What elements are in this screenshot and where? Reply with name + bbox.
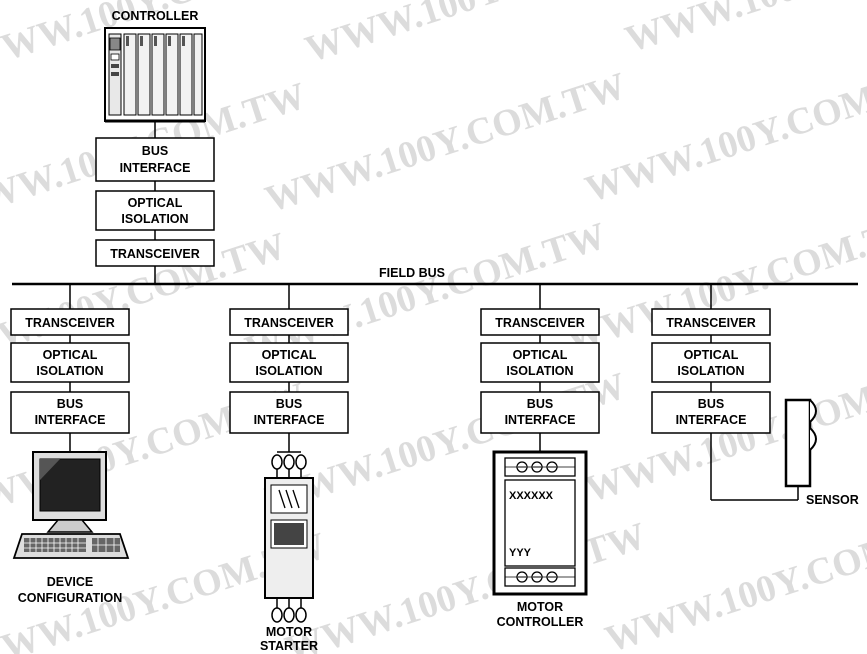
transceiver-box <box>10 308 130 336</box>
device-label-line2: STARTER <box>260 639 318 653</box>
optical-isolation-line2: ISOLATION <box>677 364 744 378</box>
bus-interface-line2: INTERFACE <box>254 413 325 427</box>
device-label-line1: SENSOR <box>806 493 859 507</box>
bus-interface-line1: BUS <box>57 397 83 411</box>
bus-interface-box <box>229 391 349 434</box>
controller-bus-interface-line1: BUS <box>142 144 168 158</box>
field-bus: FIELD BUS <box>12 266 858 286</box>
device-label-line1: DEVICE <box>47 575 94 589</box>
transceiver-label: TRANSCEIVER <box>25 316 115 330</box>
motor-controller-text-top: XXXXXX <box>509 490 554 502</box>
transceiver-box <box>651 308 771 336</box>
optical-isolation-line1: OPTICAL <box>513 348 568 362</box>
controller-label: CONTROLLER <box>112 9 199 23</box>
transceiver-box <box>229 308 349 336</box>
transceiver-box <box>480 308 600 336</box>
bus-interface-line1: BUS <box>276 397 302 411</box>
bus-interface-line2: INTERFACE <box>505 413 576 427</box>
controller-rack-icon <box>104 27 206 123</box>
device-label-line2: CONFIGURATION <box>18 591 123 605</box>
sensor-icon <box>710 398 817 501</box>
optical-isolation-line2: ISOLATION <box>255 364 322 378</box>
bus-interface-box <box>10 391 130 434</box>
optical-isolation-box <box>480 342 600 383</box>
device-label-line2: CONTROLLER <box>497 615 584 629</box>
optical-isolation-box <box>229 342 349 383</box>
optical-isolation-line1: OPTICAL <box>262 348 317 362</box>
motor-controller-text-bottom: YYY <box>509 547 532 559</box>
optical-isolation-line1: OPTICAL <box>43 348 98 362</box>
field-bus-label: FIELD BUS <box>379 266 445 280</box>
motor-starter-icon <box>264 433 314 623</box>
controller-optical-isolation-line2: ISOLATION <box>121 212 188 226</box>
controller-transceiver-label: TRANSCEIVER <box>110 247 200 261</box>
transceiver-label: TRANSCEIVER <box>244 316 334 330</box>
controller-bus-interface-line2: INTERFACE <box>120 161 191 175</box>
optical-isolation-box <box>651 342 771 383</box>
motor-controller-icon <box>492 433 588 596</box>
bus-interface-line2: INTERFACE <box>676 413 747 427</box>
bus-interface-box <box>651 391 771 434</box>
transceiver-label: TRANSCEIVER <box>495 316 585 330</box>
optical-isolation-line2: ISOLATION <box>36 364 103 378</box>
bus-interface-line1: BUS <box>698 397 724 411</box>
controller-optical-isolation-line1: OPTICAL <box>128 196 183 210</box>
optical-isolation-line1: OPTICAL <box>684 348 739 362</box>
bus-interface-box <box>480 391 600 434</box>
transceiver-label: TRANSCEIVER <box>666 316 756 330</box>
node-stack-motor-starter: TRANSCEIVER OPTICAL ISOLATION BUS INTERF… <box>229 284 349 434</box>
optical-isolation-box <box>10 342 130 383</box>
node-stack-sensor: TRANSCEIVER OPTICAL ISOLATION BUS INTERF… <box>651 284 771 434</box>
computer-icon <box>12 433 130 559</box>
controller-optical-isolation-box <box>95 190 215 231</box>
node-stack-device-configuration: TRANSCEIVER OPTICAL ISOLATION BUS INTERF… <box>10 284 130 434</box>
optical-isolation-line2: ISOLATION <box>506 364 573 378</box>
node-stack-motor-controller: TRANSCEIVER OPTICAL ISOLATION BUS INTERF… <box>480 284 600 434</box>
device-label-line1: MOTOR <box>266 625 312 639</box>
bus-interface-line1: BUS <box>527 397 553 411</box>
controller-stack: BUS INTERFACE OPTICAL ISOLATION TRANSCEI… <box>95 121 215 284</box>
device-label-line1: MOTOR <box>517 600 563 614</box>
bus-interface-line2: INTERFACE <box>35 413 106 427</box>
